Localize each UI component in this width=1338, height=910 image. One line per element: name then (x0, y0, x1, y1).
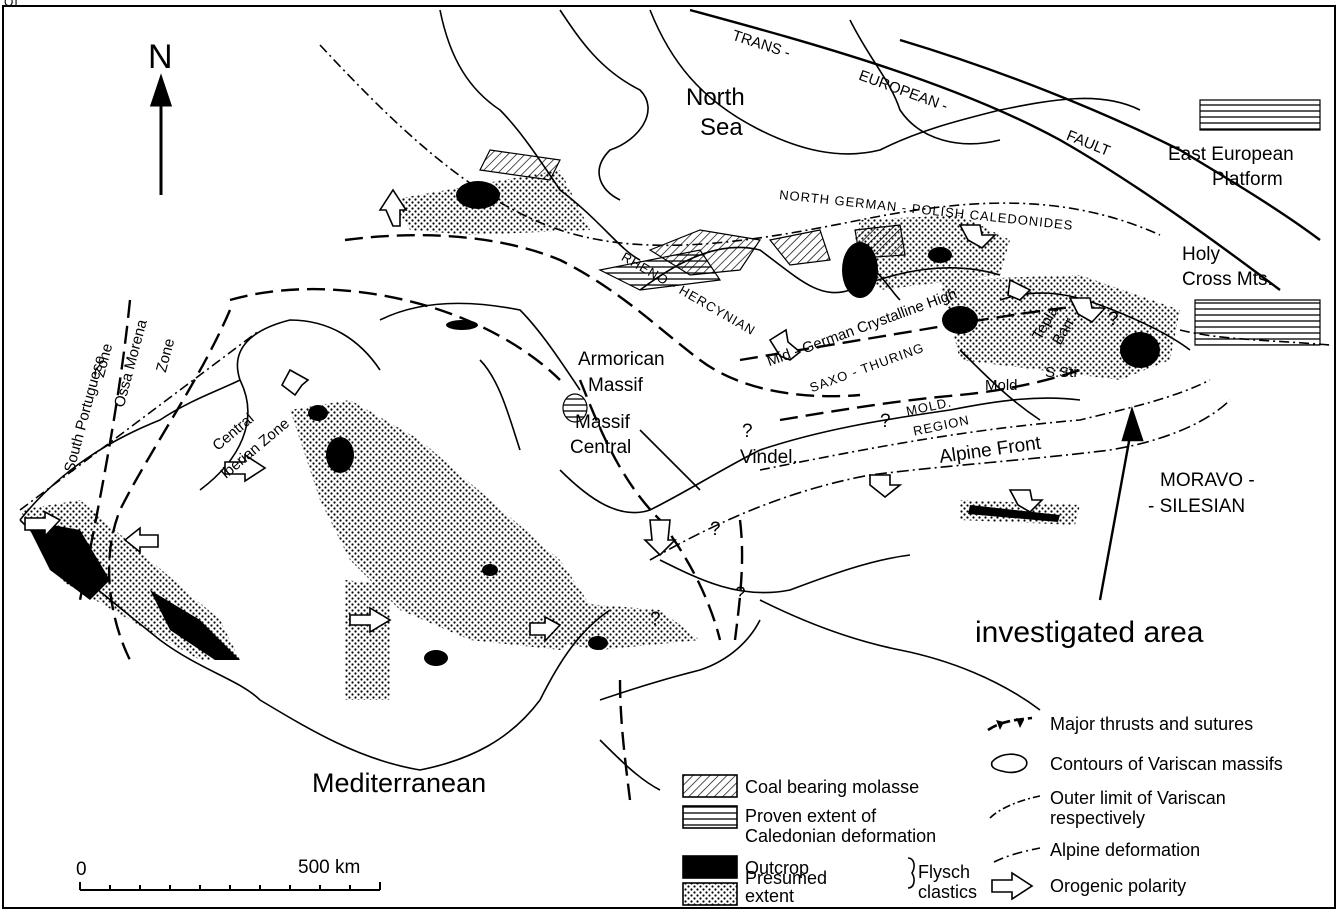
scale-bar (79, 882, 381, 891)
legend-symbols (682, 716, 1041, 906)
legend-presumed-1: Presumed (745, 868, 828, 888)
trans-european-fault (689, 8, 1321, 291)
question-mark-4: ? (735, 584, 746, 605)
outer-limit-lines (19, 44, 1331, 511)
legend-outer-2: respectively (1050, 808, 1146, 828)
scale-start-label: 0 (76, 859, 87, 880)
legend-contours: Contours of Variscan massifs (1050, 754, 1283, 774)
mediterranean-label: Mediterranean (312, 768, 487, 798)
moravo-label-1: MORAVO - (1160, 470, 1255, 491)
moravo-label-2: - SILESIAN (1148, 496, 1246, 517)
east-european-label-1: East European (1168, 144, 1294, 165)
north-label: N (148, 38, 173, 76)
legend-presumed-2: extent (745, 886, 795, 906)
question-mark-6: ? (1108, 309, 1119, 330)
vindel-label: Vindel. (740, 447, 798, 468)
massif-central-label-2: Central (570, 437, 632, 458)
investigated-arrow (1098, 406, 1144, 601)
question-mark-3: ? (710, 519, 721, 540)
legend-thrusts: Major thrusts and sutures (1050, 714, 1254, 734)
scale-end-label: 500 km (298, 857, 361, 878)
legend-alpine: Alpine deformation (1050, 840, 1201, 860)
armorican-label-2: Massif (588, 375, 643, 396)
armorican-label-1: Armorican (578, 349, 665, 370)
north-arrow (149, 73, 173, 195)
legend-caledonian-2: Caledonian deformation (745, 826, 937, 846)
corner-mark: OI (4, 0, 19, 9)
investigated-area-label: investigated area (975, 616, 1204, 649)
s-str-label: S.Str (1045, 364, 1079, 381)
north-sea-label-2: Sea (700, 114, 743, 141)
question-mark-1: ? (742, 421, 753, 442)
major-thrusts (78, 233, 1091, 801)
map-frame (2, 5, 1336, 909)
mold-label: Mold (985, 377, 1018, 394)
north-sea-label-1: North (686, 84, 745, 111)
polarity-arrows (24, 188, 1107, 644)
legend-flysch-1: Flysch (918, 862, 971, 882)
legend-outcrop: Outcrop (745, 858, 810, 878)
holy-cross-label-1: Holy (1182, 244, 1221, 265)
holy-cross-label-2: Cross Mts. (1182, 269, 1273, 290)
legend-caledonian-1: Proven extent of (745, 806, 877, 826)
legend-polarity: Orogenic polarity (1050, 876, 1187, 896)
massif-central-label-1: Massif (575, 412, 630, 433)
legend-coal: Coal bearing molasse (745, 777, 920, 797)
legend-flysch-2: clastics (918, 882, 978, 902)
coastlines (19, 9, 1191, 791)
east-european-label-2: Platform (1212, 169, 1283, 190)
question-mark-2: ? (880, 411, 891, 432)
outcrop-areas (25, 181, 1160, 666)
question-mark-5: ? (650, 609, 661, 630)
legend-outer-1: Outer limit of Variscan (1050, 788, 1226, 808)
